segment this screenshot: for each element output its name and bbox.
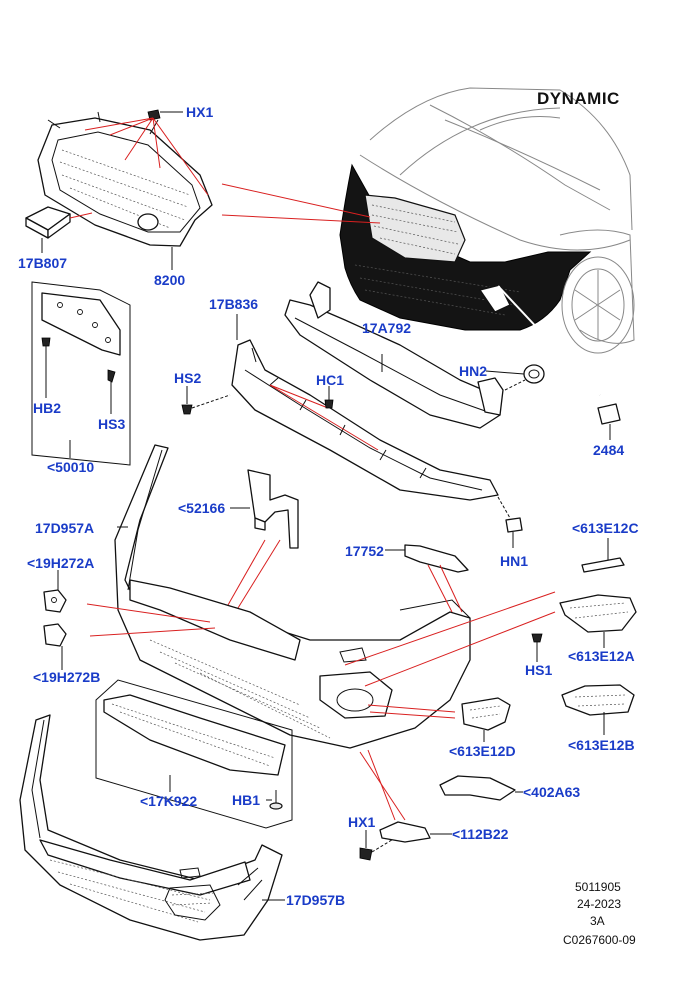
bumper-beam-17a792 [284,281,504,429]
label-hs2: HS2 [174,370,201,386]
label-hs3: HS3 [98,416,125,432]
label-613e12d: <613E12D [449,743,516,759]
reference-sheet: 3A [590,914,605,928]
label-17b836: 17B836 [209,296,258,312]
clip-19h272a [43,570,211,623]
label-613e12a: <613E12A [568,648,635,664]
label-17k922: <17K922 [140,793,197,809]
label-52166: <52166 [178,500,225,516]
vehicle-front-illustration [339,87,635,354]
label-17b807: 17B807 [18,255,67,271]
reference-number: 5011905 [575,880,621,894]
label-17d957a: 17D957A [35,520,94,536]
reference-code: C0267600-09 [563,933,636,947]
label-hx1-bottom: HX1 [348,814,375,830]
clip-19h272b [43,623,216,670]
licence-plate-bracket-50010 [31,281,131,466]
label-hs1: HS1 [525,662,552,678]
reference-date: 24-2023 [577,897,621,911]
hb1-fastener [266,790,283,810]
hx1-fastener-top [84,109,209,196]
label-hx1-top: HX1 [186,104,213,120]
label-8200: 8200 [154,272,185,288]
hs2-fastener [181,386,231,415]
bezel-613e12b [561,684,635,735]
variant-heading: DYNAMIC [537,89,620,108]
upper-grille-8200 [37,111,213,247]
hn2-grommet [485,364,545,391]
bracket-17752 [385,544,469,613]
label-hc1: HC1 [316,372,344,388]
label-50010: <50010 [47,459,94,475]
label-hb2: HB2 [33,400,61,416]
lower-grille-17k922 [95,679,293,829]
label-402a63: <402A63 [523,784,580,800]
hc1-clip [324,386,334,409]
label-19h272a: <19H272A [27,555,94,571]
hs1-fastener [531,633,543,662]
label-19h272b: <19H272B [33,669,100,685]
deflector-402a63 [439,775,523,801]
label-17a792: 17A792 [362,320,411,336]
part-2484 [497,285,621,440]
bumper-cover-17d957b [19,714,285,941]
label-613e12c: <613E12C [572,520,639,536]
bezel-613e12d [367,697,511,742]
hx1-fastener-bottom [359,830,396,861]
badge-17b807 [25,206,93,253]
bumper-cover-17d957a [114,444,471,749]
label-hn2: HN2 [459,363,487,379]
bracket-52166 [227,469,299,609]
bumper-bracket-17b836 [231,314,499,501]
bezel-613e12c [581,538,625,573]
bracket-112b22 [359,749,452,843]
hn1-nut [497,496,523,548]
label-hb1: HB1 [232,792,260,808]
label-17d957b: 17D957B [286,892,345,908]
label-17752: 17752 [345,543,384,559]
bezel-613e12a [344,591,637,687]
label-hn1: HN1 [500,553,528,569]
label-613e12b: <613E12B [568,737,635,753]
label-2484: 2484 [593,442,624,458]
label-112b22: <112B22 [452,826,509,842]
